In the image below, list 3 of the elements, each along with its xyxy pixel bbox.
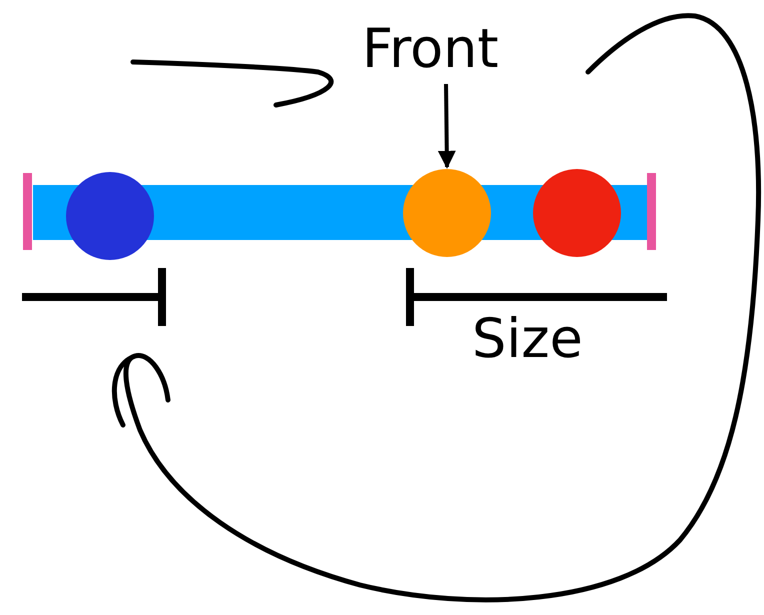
size-label: Size bbox=[472, 312, 583, 366]
arrow bbox=[438, 84, 456, 169]
pointer-label: Front bbox=[362, 22, 499, 76]
